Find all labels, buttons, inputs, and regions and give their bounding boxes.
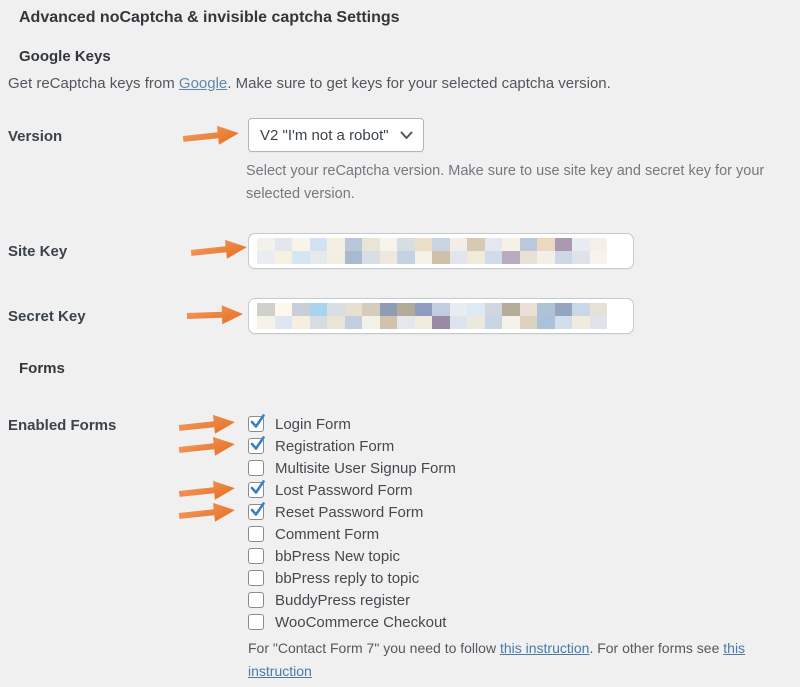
checkbox-unchecked[interactable]	[248, 460, 264, 476]
section-forms-heading: Forms	[19, 360, 65, 377]
enabled-form-option[interactable]: WooCommerce Checkout	[248, 611, 668, 633]
checkbox-label: Reset Password Form	[275, 503, 424, 521]
page-title: Advanced noCaptcha & invisible captcha S…	[19, 9, 400, 26]
pointer-arrow-icon	[180, 124, 242, 148]
enabled-form-option[interactable]: Multisite User Signup Form	[248, 457, 668, 479]
enabled-form-option[interactable]: Registration Form	[178, 435, 668, 457]
checkbox-unchecked[interactable]	[248, 548, 264, 564]
enabled-form-option[interactable]: Reset Password Form	[178, 501, 668, 523]
checkbox-label: Lost Password Form	[275, 481, 413, 499]
checkbox-checked[interactable]	[248, 480, 265, 498]
checkbox-label: Registration Form	[275, 437, 395, 455]
forms-footnote: For "Contact Form 7" you need to follow …	[248, 637, 800, 683]
version-select-value: V2 "I'm not a robot"	[260, 126, 389, 144]
contact-form7-instruction-link[interactable]: this instruction	[499, 640, 590, 656]
secret-key-input[interactable]	[248, 298, 634, 334]
checkbox-unchecked[interactable]	[248, 592, 264, 608]
redacted-site-key-mosaic	[257, 238, 607, 264]
footnote-text-mid: . For other forms see	[589, 640, 724, 656]
pointer-arrow-icon	[176, 435, 238, 457]
pointer-arrow-icon	[176, 501, 238, 523]
pointer-arrow-icon	[188, 238, 250, 262]
version-description: Select your reCaptcha version. Make sure…	[246, 163, 765, 202]
pointer-arrow-icon	[176, 413, 238, 435]
checkbox-checked[interactable]	[248, 436, 265, 454]
enabled-form-option[interactable]: bbPress reply to topic	[248, 567, 668, 589]
checkbox-label: Comment Form	[275, 525, 380, 543]
other-forms-instruction-link[interactable]: this instruction	[248, 640, 746, 679]
checkbox-unchecked[interactable]	[248, 570, 264, 586]
checkbox-label: Multisite User Signup Form	[275, 459, 456, 477]
google-link[interactable]: Google	[178, 75, 228, 92]
pointer-arrow-icon	[176, 479, 238, 501]
checkbox-label: Login Form	[275, 415, 351, 433]
google-keys-intro: Get reCaptcha keys from Google. Make sur…	[8, 75, 611, 92]
footnote-text-pre: For "Contact Form 7" you need to follow	[248, 640, 500, 656]
intro-text-pre: Get reCaptcha keys from	[8, 75, 179, 92]
checkbox-label: bbPress reply to topic	[275, 569, 420, 587]
checkbox-unchecked[interactable]	[248, 614, 264, 630]
checkbox-unchecked[interactable]	[248, 526, 264, 542]
version-select[interactable]: V2 "I'm not a robot"	[248, 118, 424, 152]
enabled-form-option[interactable]: Login Form	[178, 413, 668, 435]
enabled-form-option[interactable]: Lost Password Form	[178, 479, 668, 501]
site-key-input[interactable]	[248, 233, 634, 269]
version-label: Version	[8, 128, 63, 145]
enabled-form-option[interactable]: BuddyPress register	[248, 589, 668, 611]
checkbox-checked[interactable]	[248, 414, 265, 432]
checkbox-label: WooCommerce Checkout	[275, 613, 447, 631]
checkbox-checked[interactable]	[248, 502, 265, 520]
enabled-form-option[interactable]: Comment Form	[248, 523, 668, 545]
redacted-secret-key-mosaic	[257, 303, 607, 329]
pointer-arrow-icon	[184, 303, 246, 327]
checkbox-label: BuddyPress register	[275, 591, 411, 609]
chevron-down-icon	[400, 131, 413, 139]
section-google-keys-heading: Google Keys	[19, 48, 111, 65]
enabled-form-option[interactable]: bbPress New topic	[248, 545, 668, 567]
checkbox-label: bbPress New topic	[275, 547, 401, 565]
enabled-forms-label: Enabled Forms	[8, 417, 117, 434]
site-key-label: Site Key	[8, 243, 68, 260]
intro-text-post: . Make sure to get keys for your selecte…	[227, 75, 611, 92]
secret-key-label: Secret Key	[8, 308, 86, 325]
